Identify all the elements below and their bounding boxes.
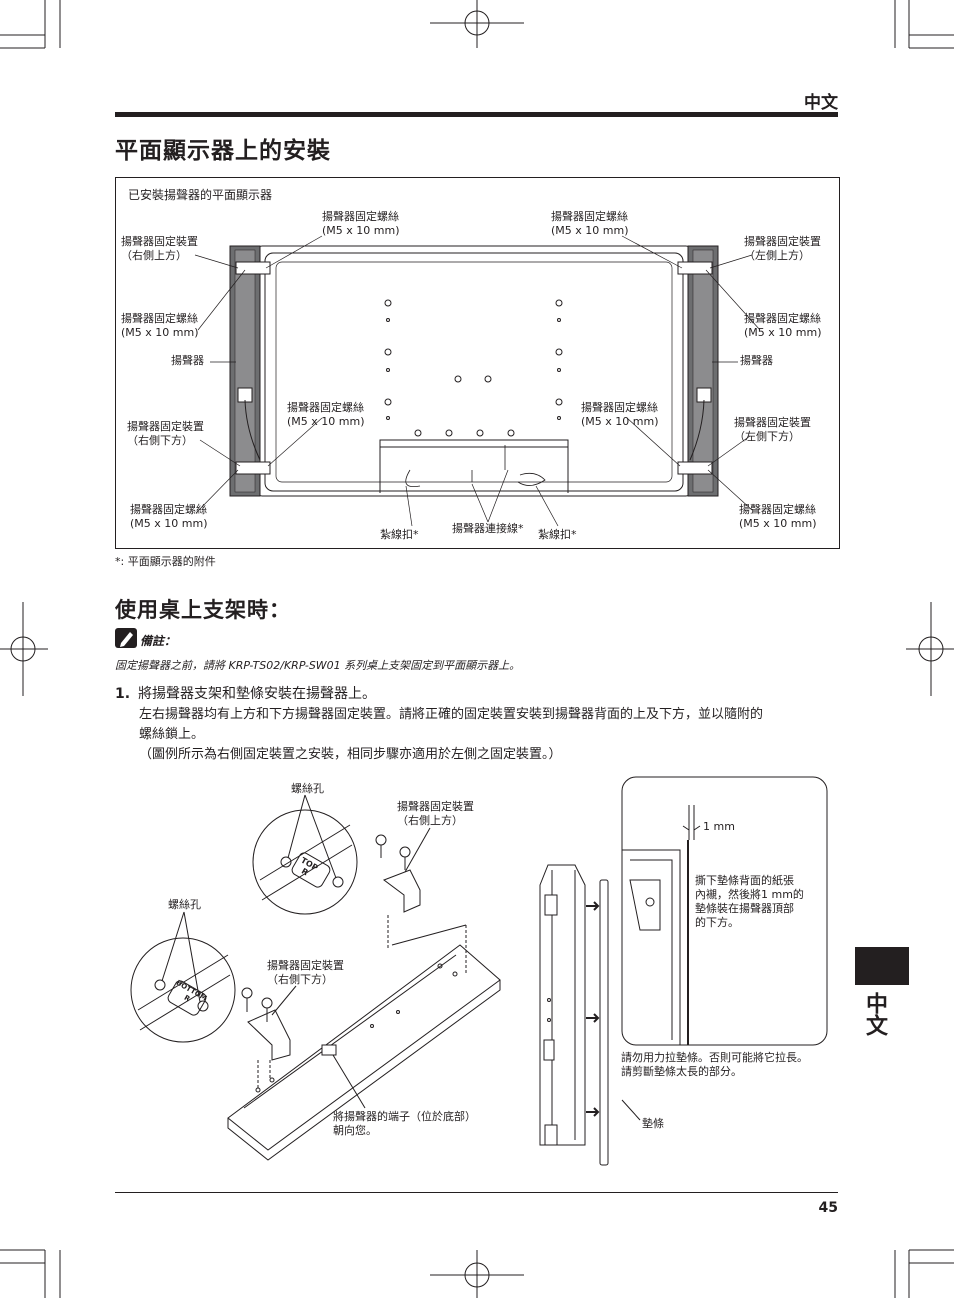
label-screw-top-right: 揚聲器固定螺絲(M5 x 10 mm) <box>551 210 629 237</box>
label-bracket-left-bottom: 揚聲器固定裝置（左側下方） <box>734 416 811 443</box>
body-line-1: 左右揚聲器均有上方和下方揚聲器固定裝置。請將正確的固定裝置安裝到揚聲器背面的上及… <box>139 707 764 722</box>
step-1-body: 左右揚聲器均有上方和下方揚聲器固定裝置。請將正確的固定裝置安裝到揚聲器背面的上及… <box>139 705 839 765</box>
figure1-footnote: *: 平面顯示器的附件 <box>115 555 216 568</box>
side-tab <box>855 947 909 985</box>
header-rule <box>115 112 838 117</box>
label-speaker-right: 揚聲器 <box>740 354 773 367</box>
label-speaker-cable: 揚聲器連接線* <box>452 522 524 535</box>
label-pad: 墊條 <box>642 1117 664 1130</box>
step-1-heading: 1. 將揚聲器支架和墊條安裝在揚聲器上。 <box>115 683 376 703</box>
footer-rule <box>115 1192 838 1193</box>
label-speaker-left: 揚聲器 <box>171 354 204 367</box>
step-number: 1. <box>115 686 131 702</box>
note-text: 固定揚聲器之前，請將 KRP-TS02/KRP-SW01 系列桌上支架固定到平面… <box>115 659 521 672</box>
body-line-3: （圖例所示為右側固定裝置之安裝，相同步驟亦適用於左側之固定裝置。） <box>139 747 562 762</box>
label-screw-center-right: 揚聲器固定螺絲(M5 x 10 mm) <box>581 401 659 428</box>
label-warning: 請勿用力拉墊條。否則可能將它拉長。請剪斷墊條太長的部分。 <box>621 1051 808 1078</box>
label-screw-left-mid: 揚聲器固定螺絲(M5 x 10 mm) <box>121 312 199 339</box>
label-bracket-bottom: 揚聲器固定裝置（右側下方） <box>267 959 344 986</box>
label-peel-note: 撕下墊條背面的紙張內襯，然後將1 mm的墊條裝在揚聲器頂部的下方。 <box>695 874 804 929</box>
label-terminal: 將揚聲器的端子（位於底部）朝向您。 <box>333 1110 476 1137</box>
label-cable-tie-left: 紮線扣* <box>380 528 419 541</box>
label-cable-tie-right: 紮線扣* <box>538 528 577 541</box>
label-screw-center-left: 揚聲器固定螺絲(M5 x 10 mm) <box>287 401 365 428</box>
label-screw-top-left: 揚聲器固定螺絲(M5 x 10 mm) <box>322 210 400 237</box>
label-screw-bottom-right: 揚聲器固定螺絲(M5 x 10 mm) <box>739 503 817 530</box>
label-bracket-left-top: 揚聲器固定裝置（左側上方） <box>744 235 821 262</box>
label-screw-hole-bottom: 螺絲孔 <box>168 898 201 911</box>
section-title: 使用桌上支架時： <box>115 598 291 622</box>
language-label: 中文 <box>804 93 838 113</box>
note-label: 備註： <box>140 634 177 648</box>
label-bracket-right-top: 揚聲器固定裝置（右側上方） <box>121 235 198 262</box>
side-tab-label: 中文 <box>862 992 887 1036</box>
label-bracket-right-bottom: 揚聲器固定裝置（右側下方） <box>127 420 204 447</box>
label-dimension: 1 mm <box>703 820 735 833</box>
body-line-2: 螺絲鎖上。 <box>139 727 205 742</box>
step-title: 將揚聲器支架和墊條安裝在揚聲器上。 <box>138 686 377 702</box>
label-screw-bottom-left: 揚聲器固定螺絲(M5 x 10 mm) <box>130 503 208 530</box>
figure-display-with-speakers <box>115 177 840 549</box>
page-title: 平面顯示器上的安裝 <box>115 138 331 164</box>
figure1-caption: 已安裝揚聲器的平面顯示器 <box>128 188 273 202</box>
page-number: 45 <box>818 1200 838 1216</box>
label-screw-right-mid: 揚聲器固定螺絲(M5 x 10 mm) <box>744 312 822 339</box>
label-bracket-top: 揚聲器固定裝置（右側上方） <box>397 800 474 827</box>
label-screw-hole-top: 螺絲孔 <box>291 782 324 795</box>
